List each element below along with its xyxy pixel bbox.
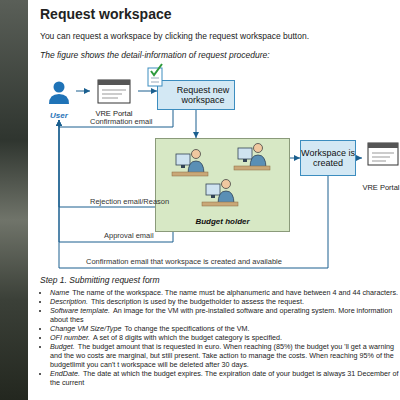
portal-icon: VRE Portal [362,140,400,192]
intro-text: You can request a workspace by clicking … [40,31,309,41]
person-at-desk [234,144,270,171]
field-name: Budget. [50,342,75,351]
node-label: VRE Portal [90,109,138,118]
flow-arrow [196,110,197,138]
edge-label: Confirmation email that workspace is cre… [86,257,282,266]
field-name: OFI number. [50,333,90,342]
checklist-icon [148,64,162,86]
field-name: Software template. [50,306,110,315]
node-label: Request new workspace [172,85,234,105]
portal-icon: VRE Portal [90,78,138,118]
field-item: EndDate.The date at which the budget exp… [50,369,400,387]
page-title: Request workspace [40,6,172,22]
figure-intro: The figure shows the detail-information … [40,50,270,60]
background-photo [0,0,28,400]
field-description: To change the specifications of the VM. [124,324,249,333]
node-label: Budget holder [156,217,289,226]
node-label: VRE Portal [362,183,400,192]
user-actor: User [42,78,76,120]
field-name: Change VM Size/Type [50,324,121,333]
field-item: Software template.An image for the VM wi… [50,306,400,324]
flow-arrow [59,110,173,127]
field-name: Description. [50,297,88,306]
field-item: Budget.The budget amount that is request… [50,342,400,369]
field-description: This description is used by the budgetho… [91,297,304,306]
field-description: The date at which the budget expires. Th… [50,369,398,387]
flow-arrow [59,120,173,242]
flow-arrow [138,91,157,92]
field-description: The budget amount that is requested in e… [50,342,394,369]
flow-arrow [76,91,90,92]
field-item: Description.This description is used by … [50,297,400,306]
field-item: Change VM Size/TypeTo change the specifi… [50,324,400,333]
person-at-desk [202,180,238,207]
field-list: NameThe name of the workspace. The name … [40,288,400,387]
flow-arrow [59,120,155,207]
browser-icon [98,80,130,103]
person-at-desk [172,150,208,177]
process-box: Request new workspace [157,80,235,110]
field-item: NameThe name of the workspace. The name … [50,288,400,297]
step-heading: Step 1. Submitting request form [40,275,160,285]
browser-icon [368,143,398,165]
field-description: A set of 8 digits with which the budget … [93,333,282,342]
field-name: Name [50,288,69,297]
field-name: EndDate. [50,369,80,378]
flow-arrow [356,158,362,159]
edge-label: Approval email [104,231,154,240]
edge-label: Confirmation email [90,117,153,126]
field-description: The name of the workspace. The name must… [72,288,398,297]
process-box: Workspace is created [300,140,356,176]
node-label: User [42,111,76,120]
user-icon [49,82,69,105]
flow-arrow [290,158,300,159]
group-band: Budget holder [155,138,290,232]
field-item: OFI number.A set of 8 digits with which … [50,333,400,342]
flow-arrow [59,120,328,268]
edge-label: Rejection email/Reason [90,197,169,206]
node-label: Workspace is created [301,148,355,168]
